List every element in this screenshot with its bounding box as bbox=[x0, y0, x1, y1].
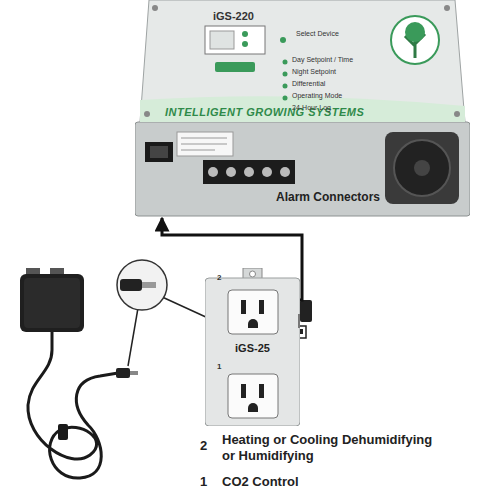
outlet-number: 1 bbox=[217, 362, 221, 371]
menu-item: Day Setpoint / Time bbox=[292, 56, 353, 63]
menu-item: 24-Hour Log bbox=[292, 104, 331, 111]
model-name: iGS-25 bbox=[205, 342, 300, 354]
model-name: iGS-220 bbox=[213, 10, 254, 22]
plug-inset bbox=[117, 260, 208, 366]
callout-text: Heating or Cooling Dehumidifying or Humi… bbox=[222, 432, 437, 464]
outlet-box: iGS-25 bbox=[205, 268, 300, 426]
callout-number: 1 bbox=[200, 474, 207, 489]
callout-text: CO2 Control bbox=[222, 474, 299, 489]
callout-number: 2 bbox=[200, 438, 207, 453]
callout-text: Alarm Connectors bbox=[276, 190, 380, 204]
menu-item: Night Setpoint bbox=[292, 68, 336, 75]
brand-name: INTELLIGENT GROWING SYSTEMS bbox=[165, 106, 364, 118]
menu-item: Select Device bbox=[296, 30, 339, 37]
power-adapter bbox=[20, 268, 138, 478]
menu-item: Operating Mode bbox=[292, 92, 342, 99]
menu-item: Differential bbox=[292, 80, 325, 87]
outlet-number: 2 bbox=[217, 273, 221, 282]
